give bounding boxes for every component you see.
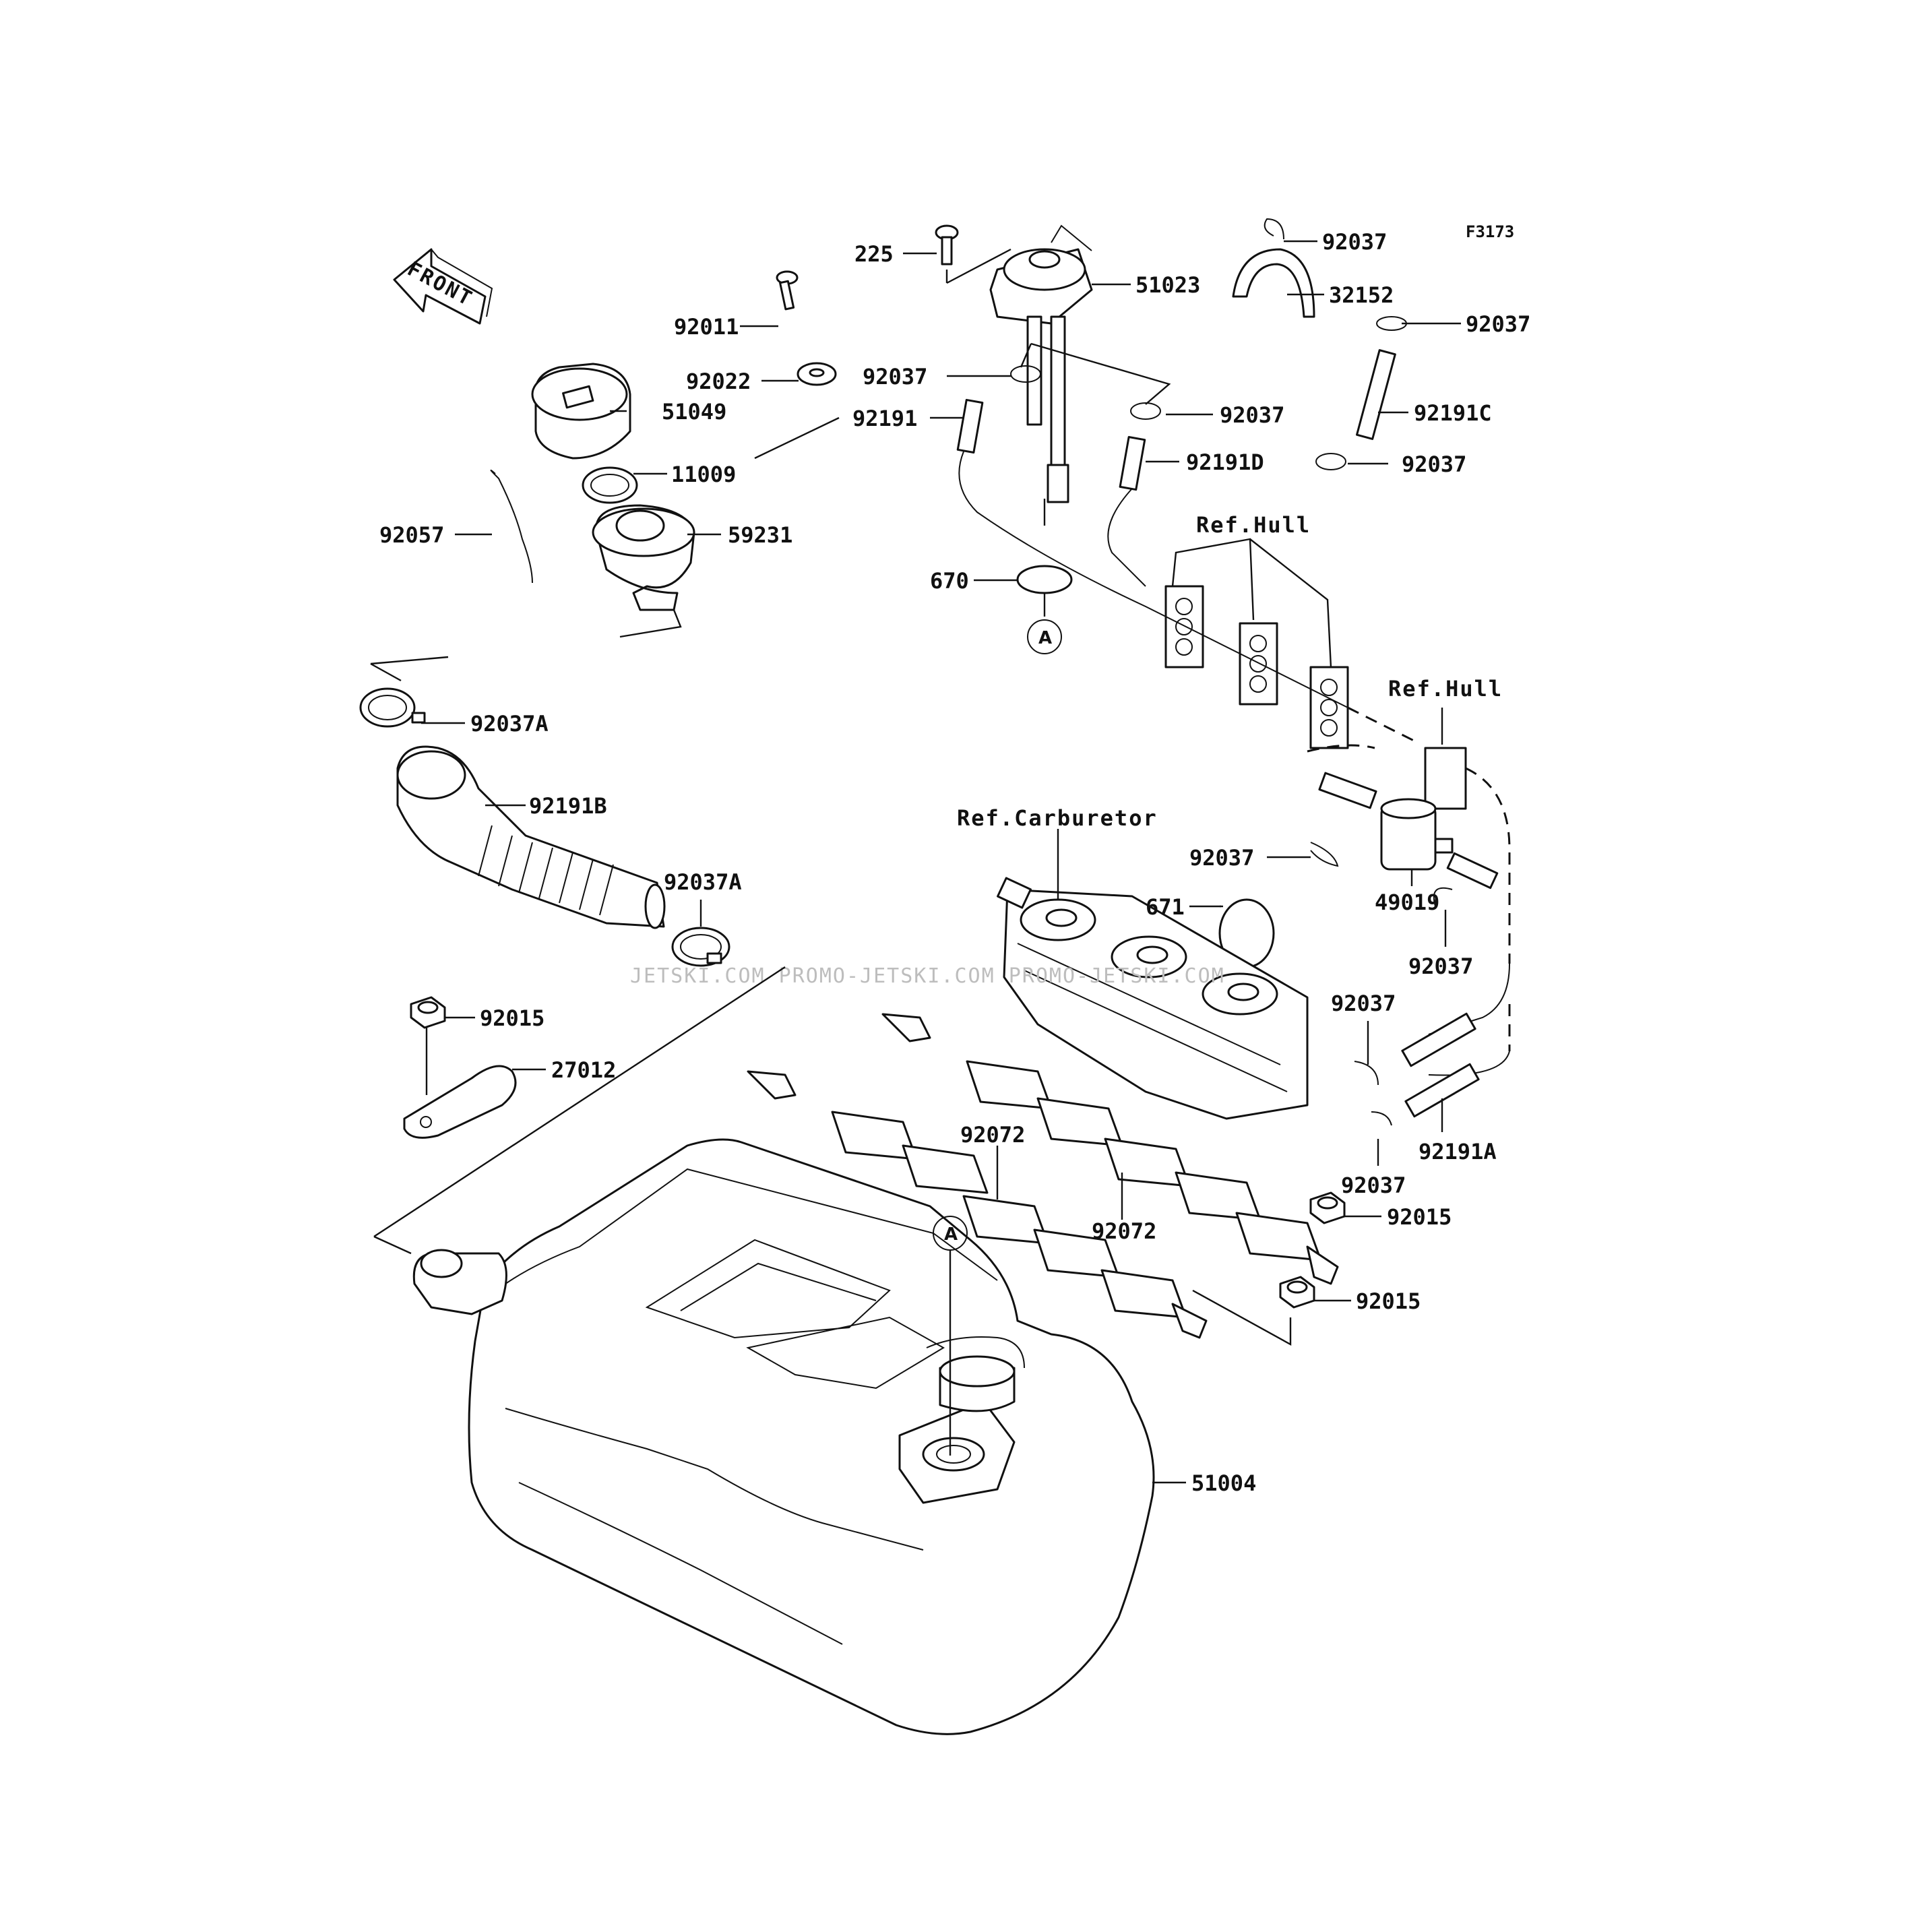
callout-92037: 92037 — [1322, 229, 1387, 255]
carburetor-assembly — [997, 877, 1309, 1120]
clamp-92037A-upper — [359, 687, 426, 728]
nut-92015-right-lower — [1279, 1276, 1315, 1309]
callout-51004: 51004 — [1191, 1470, 1256, 1496]
callout-92037: 92037 — [863, 364, 927, 389]
screw-92011 — [776, 270, 799, 311]
callout-32152: 32152 — [1329, 282, 1394, 308]
hose-92191D — [1119, 436, 1146, 491]
callout-92037: 92037 — [1189, 845, 1254, 871]
callout-51049: 51049 — [662, 399, 726, 425]
hull-clip-4 — [1424, 747, 1467, 810]
clamp-92037-lower-a — [1354, 1061, 1379, 1086]
circle-mark-a2: A — [944, 1224, 958, 1245]
fuel-tank-51004 — [412, 1138, 1155, 1735]
hull-clip-3 — [1309, 666, 1349, 749]
bracket-27012 — [403, 1065, 517, 1139]
callout-92011: 92011 — [674, 314, 739, 340]
callout-92191D: 92191D — [1186, 449, 1264, 475]
nut-92015-left — [410, 996, 446, 1029]
callout-92037: 92037 — [1466, 311, 1530, 337]
callout-92037: 92037 — [1402, 451, 1466, 477]
callout-671: 671 — [1146, 894, 1185, 920]
callout-92057: 92057 — [379, 522, 444, 548]
strap-92072-right — [881, 1013, 1339, 1285]
gasket-11009 — [582, 466, 638, 504]
callout-92037A: 92037A — [664, 869, 742, 895]
front-arrow-icon: FRONT — [393, 248, 493, 325]
clamp-92037-mid-left — [1010, 365, 1041, 383]
callout-92072: 92072 — [960, 1122, 1025, 1148]
callout-225: 225 — [854, 241, 894, 267]
strap-92057 — [490, 469, 533, 584]
callout-92037: 92037 — [1331, 991, 1396, 1016]
callout-92191A: 92191A — [1419, 1139, 1497, 1164]
fuel-sender-unit — [989, 224, 1093, 526]
hose-92191A-upper — [1401, 1012, 1476, 1067]
callout-92037A: 92037A — [470, 711, 549, 737]
callout-49019: 49019 — [1375, 890, 1439, 915]
strap-92072-left — [747, 1070, 1208, 1339]
callout-92191: 92191 — [852, 406, 917, 431]
bolt-225 — [935, 224, 959, 266]
clamp-92037-filter — [1310, 842, 1339, 867]
callout-11009: 11009 — [671, 462, 736, 487]
hose-short — [1318, 772, 1377, 809]
clamp-92037-filter-out — [1433, 887, 1453, 907]
callout-92072: 92072 — [1092, 1218, 1156, 1244]
callout-92191C: 92191C — [1414, 400, 1492, 426]
fill-hose-92191B — [396, 745, 666, 929]
hose-92191A-lower — [1404, 1063, 1480, 1118]
clamp-92037-lower-right — [1315, 453, 1346, 470]
hose-92191C — [1356, 349, 1396, 440]
clamp-92037-top — [1264, 218, 1284, 240]
nut-92015-right-upper — [1309, 1191, 1346, 1224]
callout-670: 670 — [930, 568, 969, 594]
callout-92015: 92015 — [480, 1005, 544, 1031]
clamp-92037-mid — [1130, 402, 1161, 420]
hose-outlet — [1446, 852, 1499, 890]
callout-92022: 92022 — [686, 369, 751, 394]
washer-92022 — [797, 362, 837, 386]
hull-clip-2 — [1239, 622, 1278, 706]
filler-neck-59231 — [592, 504, 695, 611]
callout-51023: 51023 — [1135, 272, 1200, 298]
fuel-filter-49019 — [1380, 798, 1454, 871]
hull-clip-1 — [1164, 585, 1204, 668]
hose-92191 — [956, 398, 984, 454]
callout-92191B: 92191B — [529, 793, 607, 819]
callout-92015: 92015 — [1387, 1204, 1452, 1230]
callout-92037: 92037 — [1341, 1173, 1406, 1198]
callout-59231: 59231 — [728, 522, 792, 548]
ref-carburetor: Ref.Carburetor — [957, 805, 1158, 831]
o-ring-670 — [1016, 565, 1073, 594]
callout-92015: 92015 — [1356, 1288, 1421, 1314]
ref-hull-1: Ref.Hull — [1196, 512, 1311, 538]
circle-mark-a1: A — [1038, 628, 1052, 648]
clamp-92037A-lower — [671, 927, 730, 967]
watermark: JETSKI.COM PROMO-JETSKI.COM PROMO-JETSKI… — [630, 964, 1225, 988]
figure-code: F3173 — [1466, 222, 1514, 241]
ref-hull-2: Ref.Hull — [1388, 676, 1503, 702]
clamp-92037-lower-b — [1371, 1111, 1392, 1126]
callout-27012: 27012 — [551, 1057, 616, 1083]
callout-92037: 92037 — [1408, 954, 1473, 979]
callout-92037: 92037 — [1220, 402, 1284, 428]
fuel-cap-51049 — [531, 363, 631, 460]
hose-32152 — [1232, 248, 1315, 318]
